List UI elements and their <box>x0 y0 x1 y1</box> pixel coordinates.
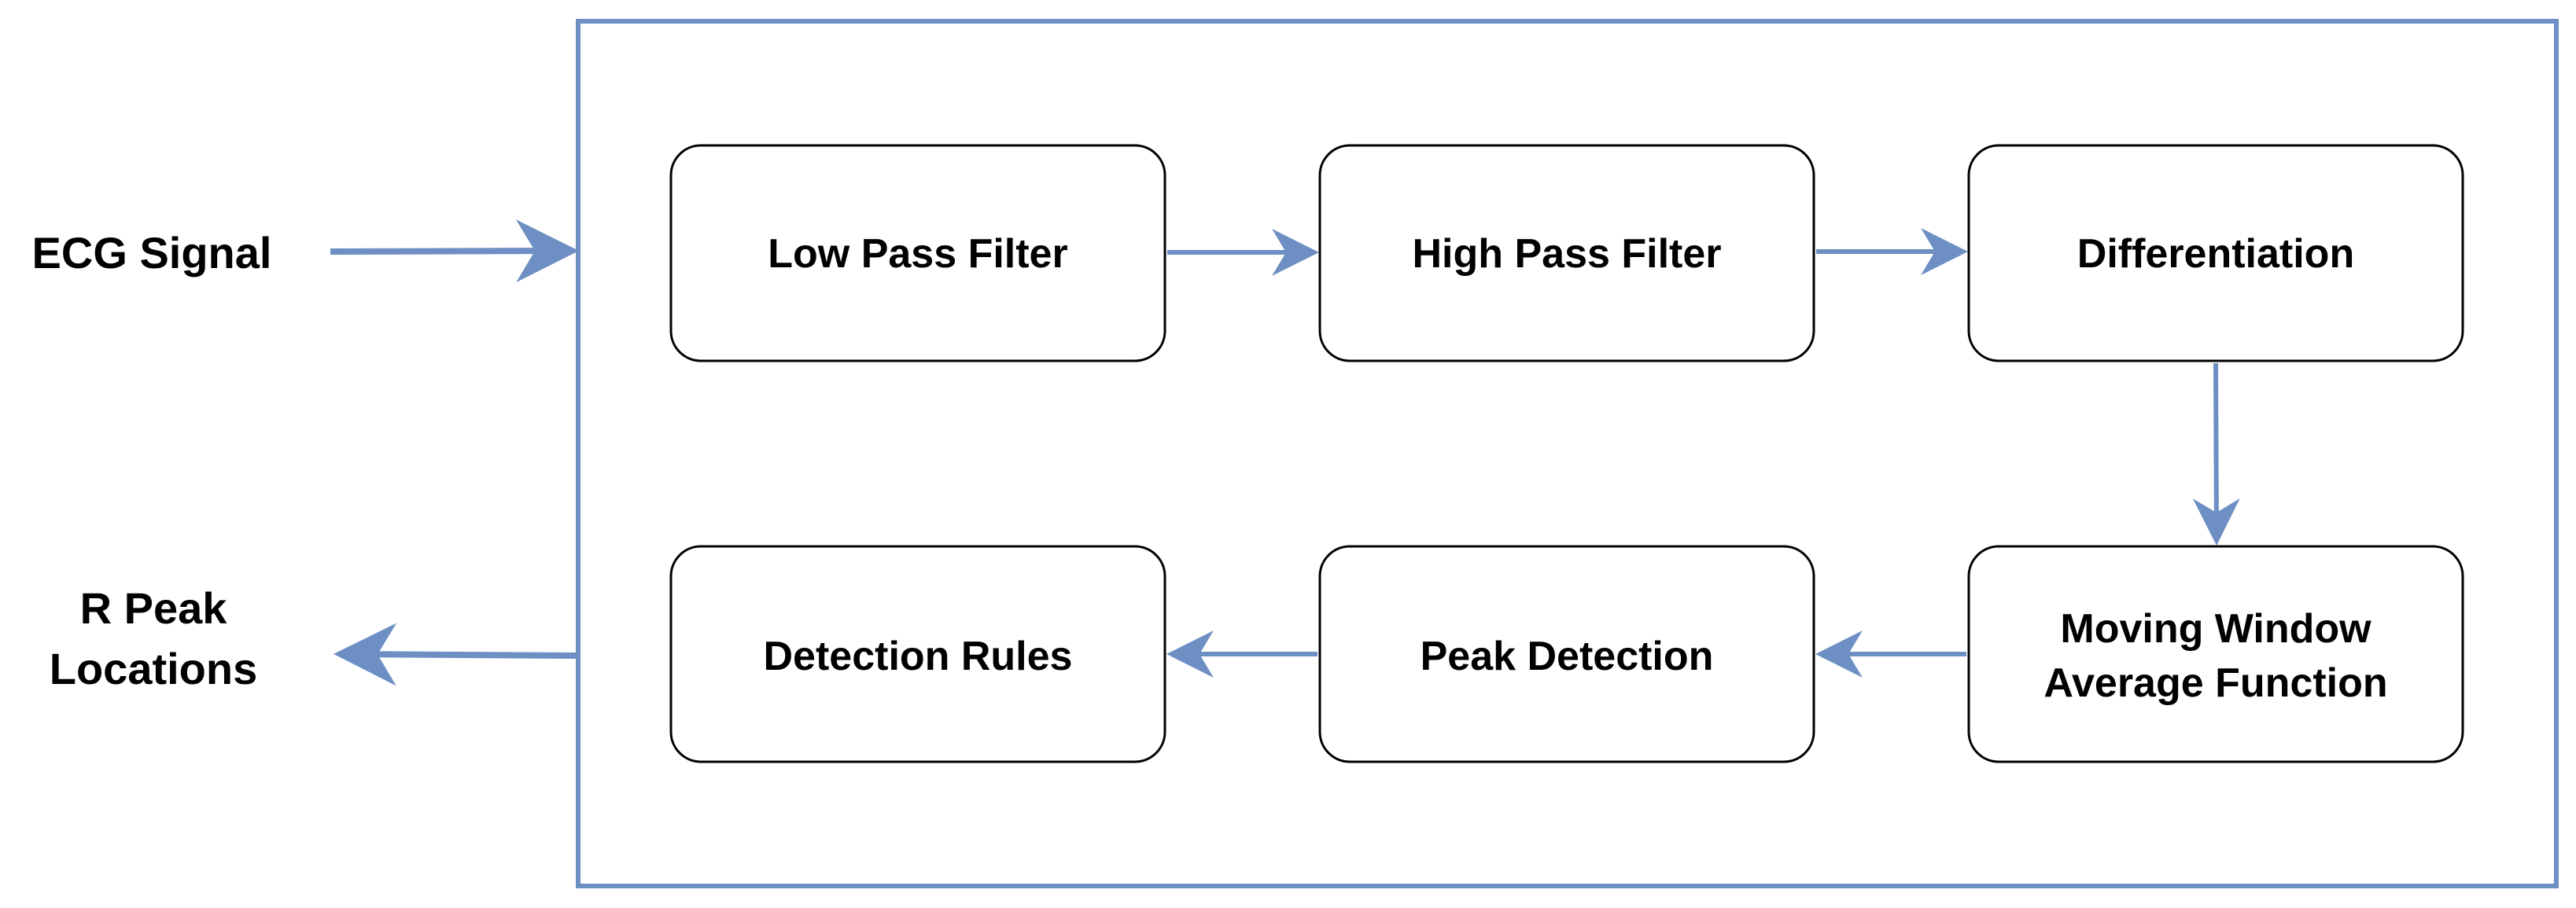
node-high-pass-filter-label: High Pass Filter <box>1413 231 1722 277</box>
input-label: ECG Signal <box>32 228 272 278</box>
processing-frame <box>576 19 2559 888</box>
output-label-line1: R Peak <box>80 583 228 633</box>
node-differentiation-label: Differentiation <box>2077 231 2354 277</box>
node-moving-window-label-line1: Moving Window <box>2060 606 2371 652</box>
node-detection-rules: Detection Rules <box>669 545 1166 763</box>
node-detection-rules-label: Detection Rules <box>764 634 1073 679</box>
arrow-differentiation-to-moving-window <box>2192 362 2240 546</box>
output-label-line2: Locations <box>50 644 257 693</box>
node-high-pass-filter: High Pass Filter <box>1318 144 1815 362</box>
output-arrow <box>334 623 577 686</box>
node-moving-window-average: Moving Window Average Function <box>1967 545 2464 763</box>
node-low-pass-filter-label: Low Pass Filter <box>768 231 1067 277</box>
node-differentiation: Differentiation <box>1967 144 2464 362</box>
node-low-pass-filter: Low Pass Filter <box>669 144 1166 362</box>
input-arrow <box>330 219 579 283</box>
node-moving-window-label-line2: Average Function <box>2043 660 2387 706</box>
node-peak-detection: Peak Detection <box>1318 545 1815 763</box>
node-peak-detection-label: Peak Detection <box>1421 634 1714 679</box>
